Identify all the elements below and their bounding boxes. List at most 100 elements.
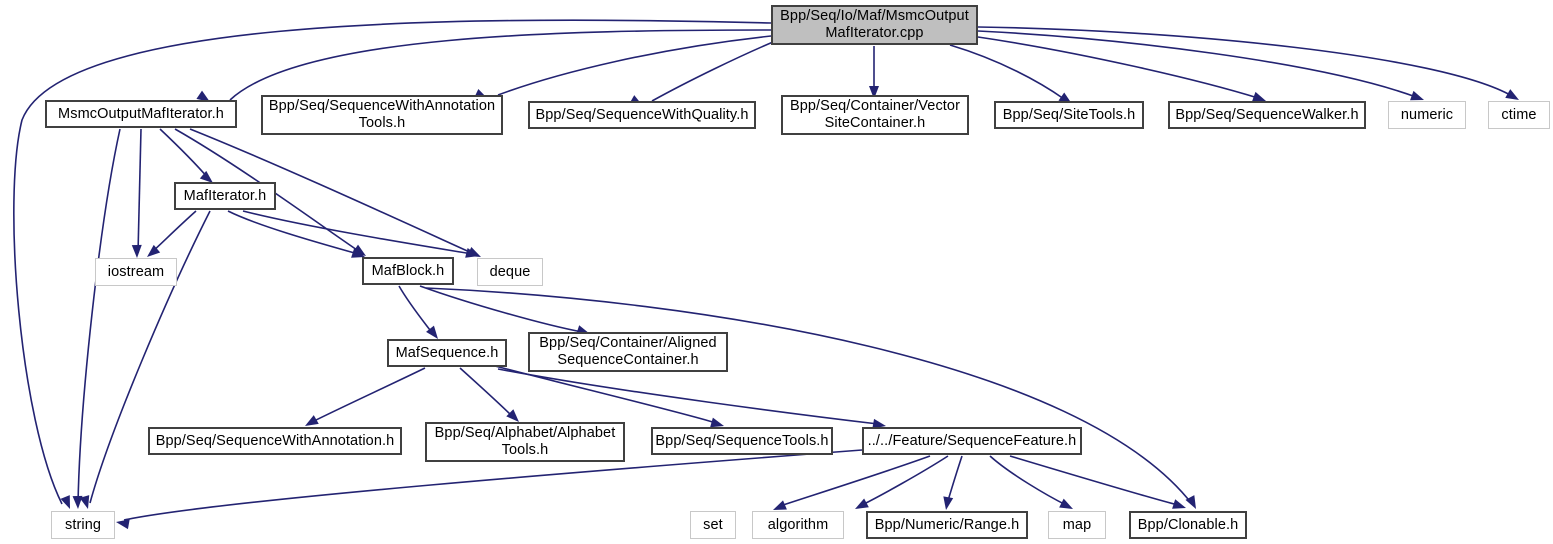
arrowhead-root-to-seqwalker: [1252, 91, 1266, 102]
edge-root-to-msmc_h: [229, 29, 772, 101]
graph-node-label: MafSequence.h: [395, 344, 499, 361]
arrowhead-msmc_h-to-iostream: [131, 244, 142, 258]
edge-msmc_h-to-string: [77, 128, 121, 505]
graph-node-swa[interactable]: Bpp/Seq/SequenceWithAnnotation.h: [148, 427, 402, 455]
arrowhead-root-to-ctime: [1505, 89, 1519, 100]
graph-node-label: string: [64, 516, 102, 533]
graph-node-map[interactable]: map: [1048, 511, 1106, 539]
graph-node-numeric[interactable]: numeric: [1388, 101, 1466, 129]
graph-node-alphatools[interactable]: Bpp/Seq/Alphabet/Alphabet Tools.h: [425, 422, 625, 462]
graph-node-vsc[interactable]: Bpp/Seq/Container/Vector SiteContainer.h: [781, 95, 969, 135]
graph-node-label: ctime: [1501, 106, 1537, 123]
graph-node-root: Bpp/Seq/Io/Maf/MsmcOutput MafIterator.cp…: [771, 5, 978, 45]
graph-node-mafseq_h[interactable]: MafSequence.h: [387, 339, 507, 367]
edge-seqfeature-to-map: [989, 455, 1067, 506]
graph-node-algorithm[interactable]: algorithm: [752, 511, 844, 539]
edge-mafseq_h-to-alphatools: [459, 367, 515, 419]
arrowhead-seqfeature-to-set: [773, 500, 787, 510]
graph-node-label: Bpp/Seq/SequenceWithQuality.h: [535, 106, 749, 123]
graph-node-label: Bpp/Seq/Container/Aligned SequenceContai…: [539, 335, 717, 368]
edge-root-to-ctime: [977, 26, 1513, 97]
graph-node-label: algorithm: [767, 516, 829, 533]
arrowhead-msmc_h-to-string: [72, 495, 83, 509]
graph-node-label: Bpp/Seq/SequenceTools.h: [655, 432, 829, 449]
graph-node-label: MsmcOutputMafIterator.h: [58, 105, 224, 122]
edge-mafiter_h-to-mafblock_h: [227, 210, 359, 255]
graph-node-label: MafIterator.h: [183, 187, 267, 204]
arrowhead-seqfeature-to-algorithm: [855, 498, 869, 509]
arrowhead-root-to-vsc: [869, 86, 879, 99]
graph-node-label: Bpp/Seq/Io/Maf/MsmcOutput MafIterator.cp…: [780, 8, 969, 41]
edge-root-to-numeric: [977, 30, 1417, 98]
edge-msmc_h-to-deque: [189, 128, 475, 255]
arrowhead-seqfeature-to-map: [1059, 498, 1073, 509]
edge-mafseq_h-to-seqfeature: [497, 368, 879, 425]
arrowhead-seqfeature-to-clonable: [1172, 499, 1186, 509]
graph-node-seqwalker[interactable]: Bpp/Seq/SequenceWalker.h: [1168, 101, 1366, 129]
edge-seqfeature-to-set: [779, 455, 931, 507]
edge-msmc_h-to-mafblock_h: [174, 128, 361, 253]
graph-node-label: set: [703, 516, 723, 533]
arrowhead-root-to-string: [60, 495, 70, 509]
graph-node-mafblock_h[interactable]: MafBlock.h: [362, 257, 454, 285]
graph-node-deque[interactable]: deque: [477, 258, 543, 286]
arrowhead-mafseq_h-to-seqtools: [710, 417, 724, 428]
arrowhead-seqfeature-to-string: [116, 519, 130, 530]
graph-node-label: deque: [489, 263, 531, 280]
graph-node-seqtools[interactable]: Bpp/Seq/SequenceTools.h: [651, 427, 833, 455]
graph-node-label: Bpp/Seq/Container/Vector SiteContainer.h: [789, 98, 961, 131]
edge-seqfeature-to-range: [946, 455, 963, 505]
graph-node-msmc_h[interactable]: MsmcOutputMafIterator.h: [45, 100, 237, 128]
graph-node-string[interactable]: string: [51, 511, 115, 539]
edge-root-to-seqwalker: [977, 36, 1259, 99]
graph-node-asc[interactable]: Bpp/Seq/Container/Aligned SequenceContai…: [528, 332, 728, 372]
graph-node-seqfeature[interactable]: ../../Feature/SequenceFeature.h: [862, 427, 1082, 455]
graph-node-label: Bpp/Seq/SiteTools.h: [1002, 106, 1136, 123]
graph-node-label: Bpp/Numeric/Range.h: [874, 516, 1020, 533]
graph-node-label: ../../Feature/SequenceFeature.h: [867, 432, 1077, 449]
graph-node-swat[interactable]: Bpp/Seq/SequenceWithAnnotation Tools.h: [261, 95, 503, 135]
graph-node-label: Bpp/Clonable.h: [1137, 516, 1239, 533]
arrowhead-mafseq_h-to-seqfeature: [872, 418, 886, 429]
arrowhead-mafiter_h-to-mafblock_h: [351, 248, 365, 258]
arrowhead-seqfeature-to-range: [943, 496, 954, 510]
arrowhead-msmc_h-to-mafiter_h: [199, 170, 213, 183]
edge-seqfeature-to-clonable: [1009, 455, 1179, 506]
arrowhead-mafiter_h-to-iostream: [147, 244, 161, 257]
edge-msmc_h-to-mafiter_h: [159, 128, 209, 179]
arrowhead-mafiter_h-to-deque: [465, 248, 479, 258]
graph-node-label: MafBlock.h: [371, 262, 445, 279]
arrowhead-mafseq_h-to-swa: [305, 415, 319, 426]
graph-node-range[interactable]: Bpp/Numeric/Range.h: [866, 511, 1028, 539]
graph-node-mafiter_h[interactable]: MafIterator.h: [174, 182, 276, 210]
arrowhead-mafblock_h-to-clonable: [1185, 495, 1196, 509]
edge-seqfeature-to-algorithm: [861, 455, 949, 506]
edge-mafiter_h-to-iostream: [151, 210, 197, 253]
arrowhead-mafseq_h-to-alphatools: [506, 409, 519, 422]
graph-node-swq[interactable]: Bpp/Seq/SequenceWithQuality.h: [528, 101, 756, 129]
edge-mafblock_h-to-mafseq_h: [398, 285, 434, 335]
graph-node-label: numeric: [1400, 106, 1454, 123]
graph-node-label: map: [1062, 516, 1092, 533]
edge-mafiter_h-to-string: [89, 210, 211, 504]
edge-seqfeature-to-string: [123, 449, 863, 521]
edge-mafblock_h-to-asc: [419, 285, 583, 333]
arrowhead-root-to-numeric: [1410, 90, 1424, 101]
arrowhead-mafblock_h-to-mafseq_h: [426, 325, 438, 339]
edge-root-to-swat: [497, 35, 772, 96]
graph-node-ctime[interactable]: ctime: [1488, 101, 1550, 129]
graph-node-label: Bpp/Seq/SequenceWithAnnotation Tools.h: [268, 98, 496, 131]
arrowhead-root-to-msmc_h: [196, 90, 210, 102]
graph-node-sitetools[interactable]: Bpp/Seq/SiteTools.h: [994, 101, 1144, 129]
graph-node-iostream[interactable]: iostream: [95, 258, 177, 286]
graph-node-label: Bpp/Seq/SequenceWalker.h: [1175, 106, 1359, 123]
graph-node-set[interactable]: set: [690, 511, 736, 539]
arrowhead-mafiter_h-to-string: [79, 495, 90, 509]
edge-mafseq_h-to-swa: [311, 367, 426, 423]
edge-msmc_h-to-iostream: [137, 128, 142, 254]
graph-node-clonable[interactable]: Bpp/Clonable.h: [1129, 511, 1247, 539]
graph-node-label: iostream: [107, 263, 165, 280]
edge-mafiter_h-to-deque: [242, 210, 473, 255]
